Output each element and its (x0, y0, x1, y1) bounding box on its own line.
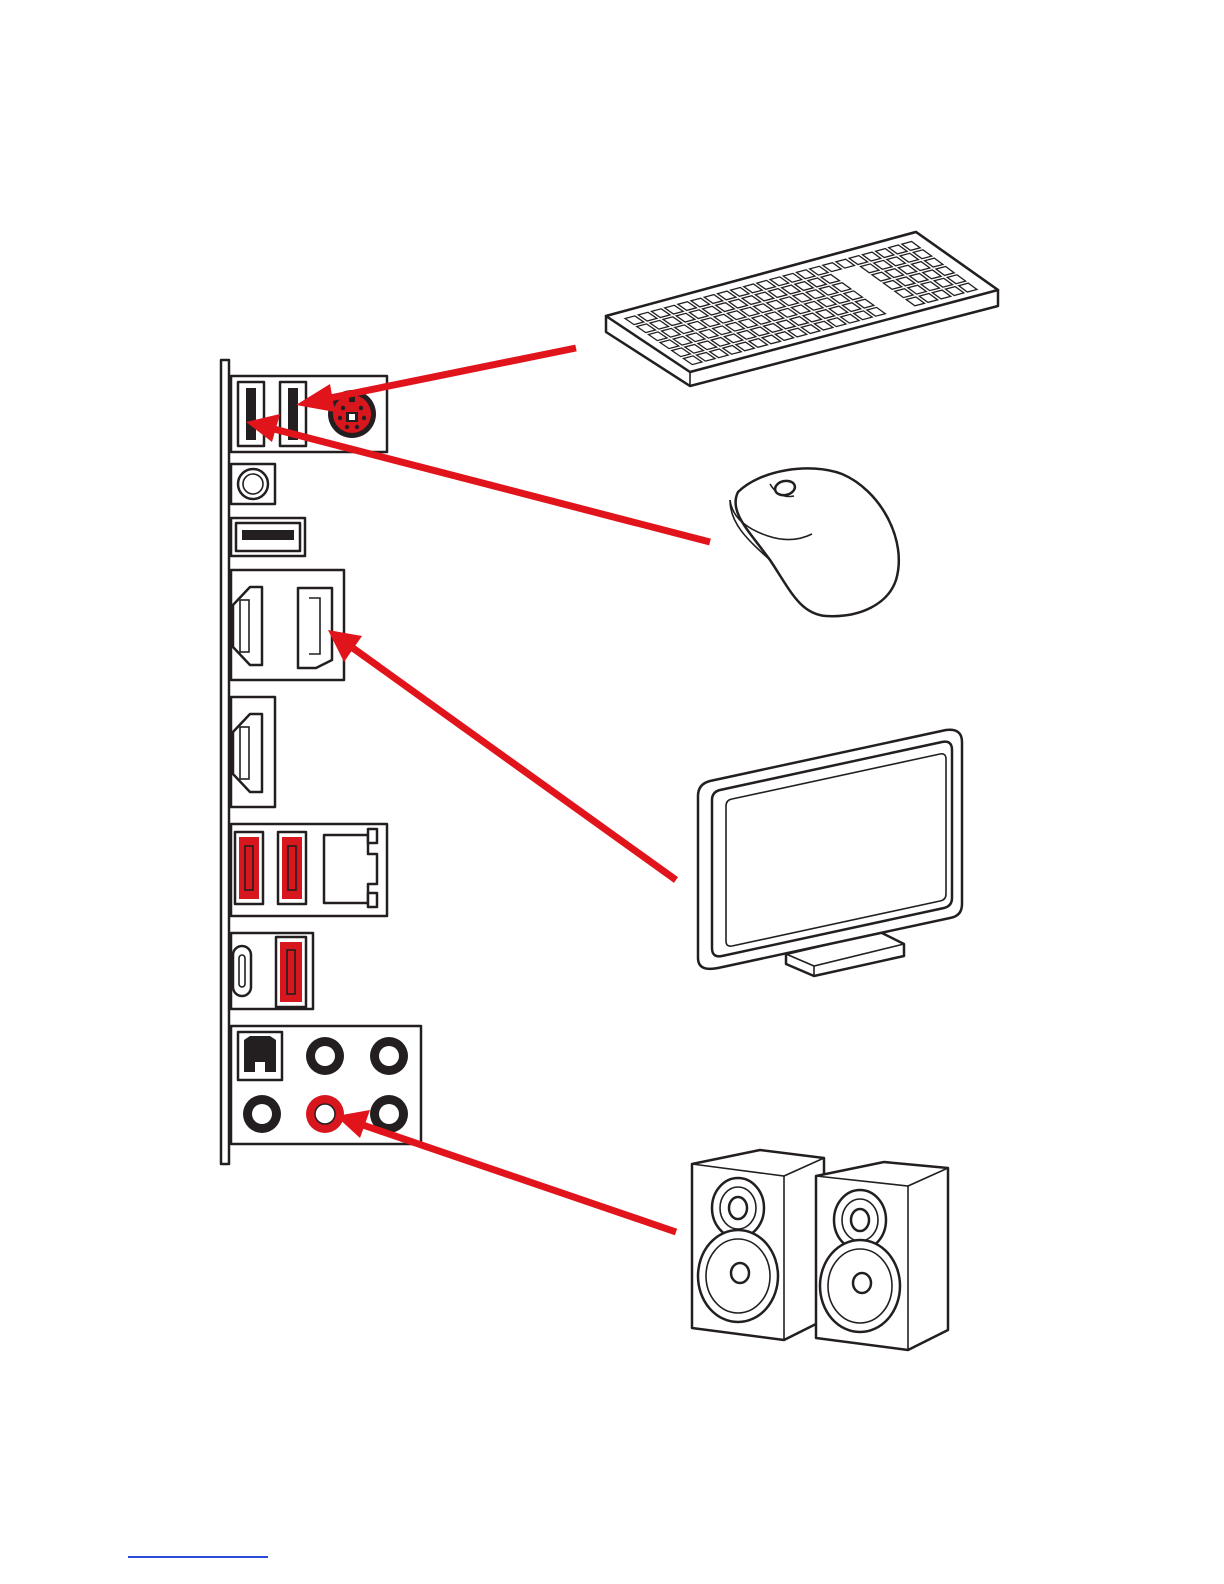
footer-rule (128, 1556, 268, 1558)
usb-2-port[interactable] (238, 382, 264, 446)
usb-type-c-port[interactable] (233, 946, 251, 996)
usb-3-port[interactable] (235, 832, 263, 904)
lan-port[interactable] (324, 829, 377, 907)
audio-jack[interactable] (243, 1095, 281, 1133)
line-out-audio-jack[interactable] (306, 1095, 344, 1133)
usb-2-port[interactable] (231, 518, 305, 556)
hdmi-port[interactable] (231, 697, 275, 807)
audio-jack[interactable] (370, 1037, 408, 1075)
usbc-usb3-port-group (231, 933, 313, 1009)
usb-3-port[interactable] (276, 937, 306, 1007)
mouse-icon (730, 468, 899, 616)
speaker-left (692, 1150, 824, 1340)
hdmi-displayport-group (231, 570, 344, 680)
displayport-port[interactable] (298, 588, 332, 668)
monitor-icon (698, 730, 962, 976)
usb3-lan-port-group (231, 824, 387, 916)
optical-spdif-port[interactable] (238, 1032, 282, 1080)
speaker-right (816, 1162, 948, 1350)
audio-port-group (231, 1026, 421, 1144)
hdmi-port[interactable] (233, 587, 262, 665)
audio-jack[interactable] (306, 1037, 344, 1075)
usb-3-port[interactable] (278, 832, 306, 904)
speakers-icon (692, 1150, 948, 1350)
bios-flashback-button[interactable] (231, 464, 275, 504)
rear-io-panel (221, 360, 421, 1164)
keyboard-icon (606, 232, 998, 386)
